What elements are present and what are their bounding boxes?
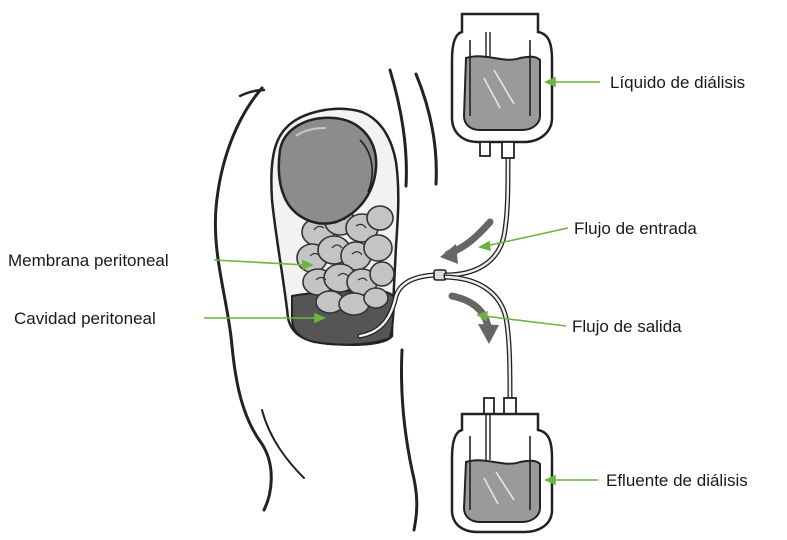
label-membrana-peritoneal: Membrana peritoneal <box>8 251 169 270</box>
leader-flujo-entrada <box>480 228 568 250</box>
inflow-arrow <box>440 222 490 264</box>
dialysis-effluent-bag <box>452 398 552 532</box>
label-efluente-dialisis: Efluente de diálisis <box>606 471 748 490</box>
leader-liquido <box>546 78 600 86</box>
label-cavidad-peritoneal: Cavidad peritoneal <box>14 309 156 328</box>
leader-flujo-salida <box>478 312 566 326</box>
label-flujo-entrada: Flujo de entrada <box>574 219 697 238</box>
leader-efluente <box>546 476 598 484</box>
label-flujo-salida: Flujo de salida <box>572 317 682 336</box>
label-liquido-dialisis: Líquido de diálisis <box>610 73 745 92</box>
outflow-arrow <box>452 296 499 344</box>
dialysis-fluid-bag <box>452 14 552 158</box>
